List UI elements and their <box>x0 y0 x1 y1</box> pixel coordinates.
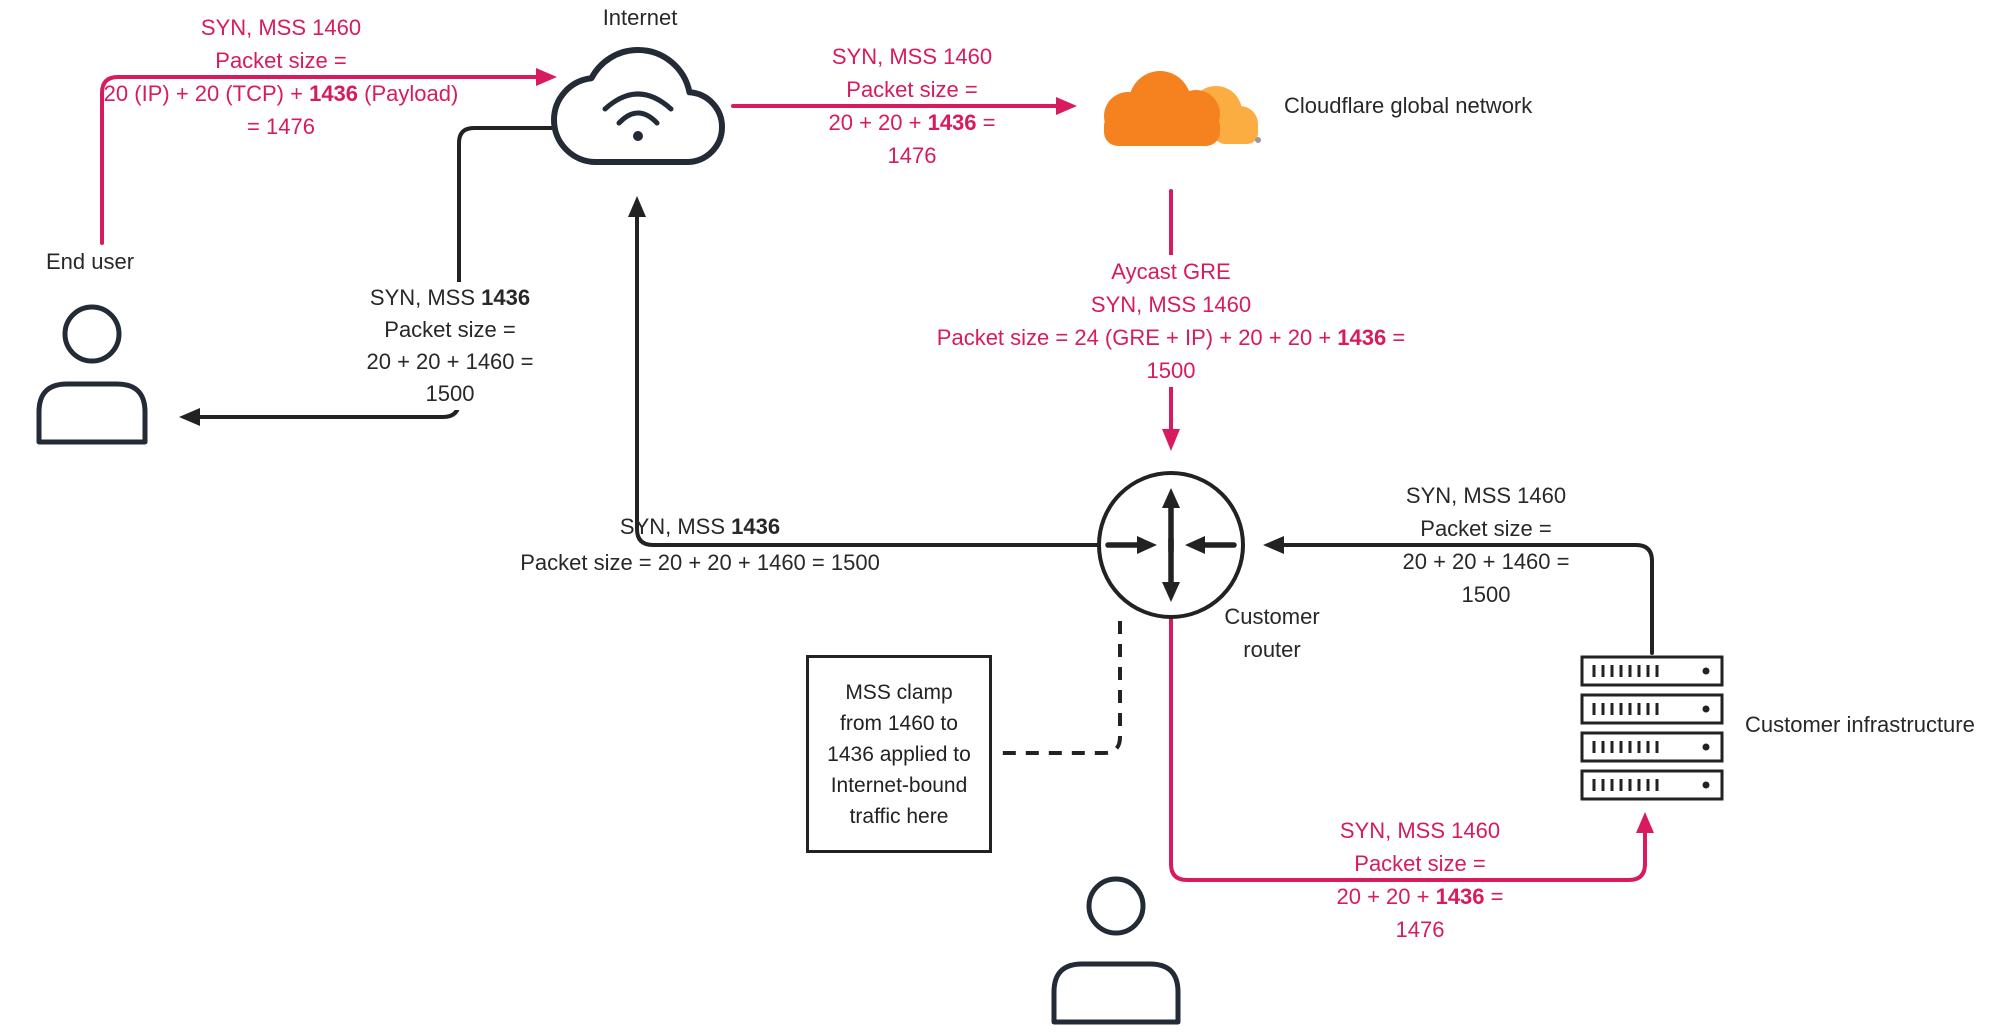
label-line: Customer <box>1224 604 1320 629</box>
end-user-icon <box>36 304 148 445</box>
annotation-user-to-internet: SYN, MSS 1460 Packet size = 20 (IP) + 20… <box>104 11 459 143</box>
annotation-line: SYN, MSS 1460 <box>1090 292 1252 317</box>
wifi-icon <box>602 91 674 141</box>
note-line: Internet-bound <box>830 773 968 797</box>
annotation-internet-to-cloudflare: SYN, MSS 1460 Packet size = 20 + 20 + 14… <box>828 40 995 172</box>
note-line: from 1460 to <box>840 711 958 735</box>
server-unit <box>1580 769 1724 801</box>
annotation-line: Packet size = <box>846 77 978 102</box>
annotation-line: 1476 <box>887 143 937 168</box>
annotation-line: 20 + 20 + 1460 = <box>366 349 534 374</box>
annotation-line: SYN, MSS 1436 <box>619 514 781 539</box>
note-line: 1436 applied to <box>827 742 971 766</box>
annotation-line: SYN, MSS 1460 <box>200 15 362 40</box>
arrow-internet-to-cloudflare <box>731 97 1077 115</box>
annotation-line: Packet size = <box>1420 516 1552 541</box>
annotation-line: Packet size = <box>215 48 347 73</box>
annotation-line: SYN, MSS 1460 <box>1405 483 1567 508</box>
annotation-cloudflare-to-router: Aycast GRE SYN, MSS 1460 Packet size = 2… <box>928 255 1414 387</box>
clamp-note-connector <box>994 621 1122 755</box>
annotation-line: 20 + 20 + 1436 = <box>1336 884 1504 909</box>
annotation-internet-to-user: SYN, MSS 1436 Packet size = 20 + 20 + 14… <box>358 282 542 410</box>
server-unit <box>1580 693 1724 725</box>
arrow-infrastructure-to-router <box>1263 536 1654 655</box>
customer-router-label: Customer router <box>1224 600 1319 666</box>
annotation-line: SYN, MSS 1460 <box>1339 818 1501 843</box>
bottom-user-icon <box>1051 876 1181 1025</box>
annotation-line: 1500 <box>1461 582 1511 607</box>
end-user-label: End user <box>45 249 135 274</box>
annotation-line: 1500 <box>425 381 475 406</box>
server-unit <box>1580 655 1724 687</box>
internet-label: Internet <box>602 5 678 30</box>
annotation-line: 20 + 20 + 1436 = <box>828 110 996 135</box>
customer-infrastructure-icon <box>1580 655 1724 801</box>
internet-cloud-icon <box>554 50 722 162</box>
arrow-internet-to-user <box>179 126 558 426</box>
note-line: MSS clamp <box>845 680 953 704</box>
annotation-line: Packet size = <box>1354 851 1486 876</box>
registered-mark-dot <box>1255 137 1261 143</box>
customer-infrastructure-label: Customer infrastructure <box>1745 712 1975 737</box>
annotation-line: 1500 <box>1146 358 1196 383</box>
annotation-user2-to-infrastructure: SYN, MSS 1460 Packet size = 20 + 20 + 14… <box>1336 814 1503 946</box>
annotation-line: 20 + 20 + 1460 = <box>1402 549 1570 574</box>
note-line: traffic here <box>849 804 949 828</box>
annotation-line: = 1476 <box>247 114 315 139</box>
annotation-line: Packet size = <box>384 317 516 342</box>
annotation-line: Packet size = 24 (GRE + IP) + 20 + 20 + … <box>936 325 1406 350</box>
arrow-user2-to-infrastructure <box>1169 617 1654 882</box>
label-line: router <box>1243 637 1301 662</box>
annotation-line: SYN, MSS 1460 <box>831 44 993 69</box>
cloudflare-label: Cloudflare global network <box>1284 93 1533 118</box>
annotation-line: Aycast GRE <box>1111 259 1231 284</box>
customer-router-icon <box>1097 471 1245 619</box>
annotation-infrastructure-to-router: SYN, MSS 1460 Packet size = 20 + 20 + 14… <box>1403 479 1570 611</box>
arrow-user-to-internet <box>100 68 557 245</box>
cloudflare-logo-icon <box>1104 71 1261 146</box>
annotation-line: SYN, MSS 1436 <box>369 285 531 310</box>
annotation-line: 1476 <box>1395 917 1445 942</box>
annotation-router-to-internet: SYN, MSS 1436 Packet size = 20 + 20 + 14… <box>520 509 880 581</box>
arrow-router-to-internet <box>628 196 1100 547</box>
server-unit <box>1580 731 1724 763</box>
mss-clamp-note: MSS clamp from 1460 to 1436 applied to I… <box>806 655 992 853</box>
annotation-line: 20 (IP) + 20 (TCP) + 1436 (Payload) <box>103 81 459 106</box>
annotation-line: Packet size = 20 + 20 + 1460 = 1500 <box>520 550 880 575</box>
